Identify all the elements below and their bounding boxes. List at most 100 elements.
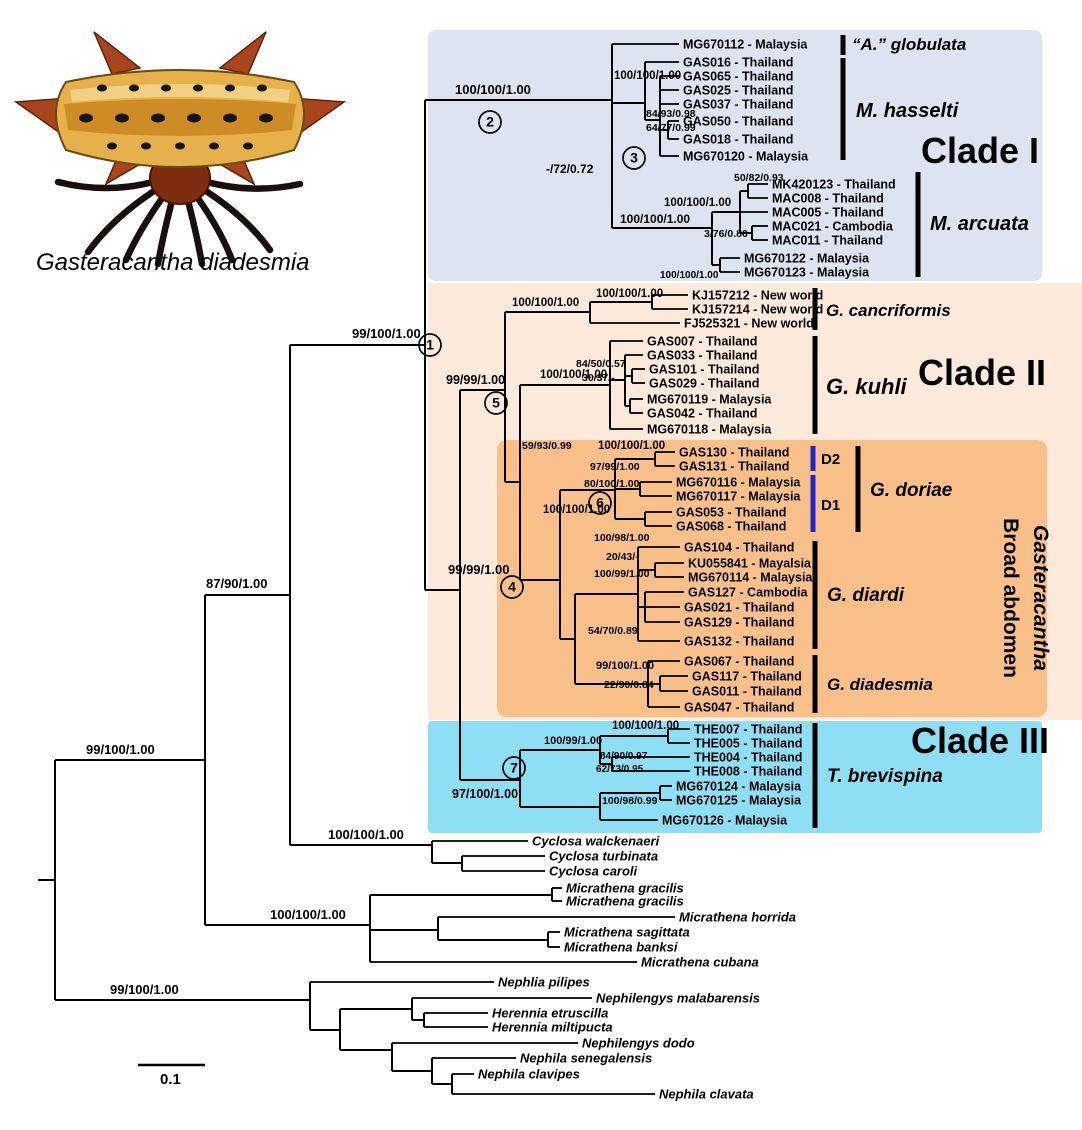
support-value: 99/100/1.00 bbox=[110, 982, 179, 997]
node-number-badge bbox=[418, 333, 442, 357]
taxon-tip-label: Cyclosa turbinata bbox=[549, 849, 658, 864]
support-value: 59/93/0.99 bbox=[522, 440, 572, 452]
taxon-tip-label: GAS050 - Thailand bbox=[683, 115, 793, 129]
taxon-tip-label: GAS104 - Thailand bbox=[684, 541, 794, 555]
taxon-tip-label: Herennia miltipucta bbox=[492, 1020, 613, 1035]
taxon-tip-label: Nephlia pilipes bbox=[498, 975, 590, 990]
taxon-tip-label: Micrathena cubana bbox=[641, 955, 759, 970]
taxon-tip-label: GAS016 - Thailand bbox=[683, 56, 793, 70]
support-value: 87/90/1.00 bbox=[206, 576, 267, 591]
spider-band-light bbox=[70, 84, 290, 102]
taxon-tip-label: Micrathena banksi bbox=[564, 940, 678, 955]
taxon-tip-label: KJ157214 - New world bbox=[692, 303, 823, 317]
taxon-tip-label: GAS007 - Thailand bbox=[647, 335, 757, 349]
taxon-tip-label: THE004 - Thailand bbox=[694, 751, 802, 765]
taxon-tip-label: THE008 - Thailand bbox=[694, 765, 802, 779]
node-number: 7 bbox=[510, 760, 518, 776]
support-value: 100/100/1.00 bbox=[455, 82, 531, 97]
taxon-tip-label: GAS129 - Thailand bbox=[684, 616, 794, 630]
taxon-tip-label: FJ525321 - New world bbox=[684, 317, 814, 331]
support-value: 100/100/1.00 bbox=[660, 270, 719, 281]
scale-bar-label: 0.1 bbox=[160, 1071, 181, 1088]
taxon-tip-label: MAC011 - Thailand bbox=[772, 234, 883, 248]
spider-sigilla bbox=[79, 84, 273, 150]
taxon-tip-label: GAS068 - Thailand bbox=[676, 520, 786, 534]
taxon-tip-label: GAS021 - Thailand bbox=[684, 601, 794, 615]
taxon-tip-label: GAS117 - Thailand bbox=[692, 670, 802, 684]
node-number: 4 bbox=[508, 579, 516, 595]
support-value: 99/99/1.00 bbox=[446, 373, 505, 387]
support-value: 100/100/1.00 bbox=[612, 720, 679, 732]
broad-abdomen-label: Broad abdomen bbox=[999, 518, 1022, 678]
taxon-tip-label: MG670118 - Malaysia bbox=[647, 423, 772, 437]
taxon-tip-label: GAS065 - Thailand bbox=[683, 70, 793, 84]
taxon-tip-label: GAS047 - Thailand bbox=[684, 701, 794, 715]
node-number-badge bbox=[500, 575, 524, 599]
taxon-tip-label: GAS130 - Thailand bbox=[679, 446, 789, 460]
taxon-tip-label: MAC005 - Thailand bbox=[772, 206, 884, 220]
species-group-label: G. cancriformis bbox=[826, 301, 951, 320]
clade-1-box bbox=[428, 30, 1042, 281]
taxon-tip-label: GAS037 - Thailand bbox=[683, 98, 793, 112]
taxon-tip-label: THE007 - Thailand bbox=[694, 723, 802, 737]
taxon-tip-label: GAS053 - Thailand bbox=[676, 506, 786, 520]
support-value: 100/100/1.00 bbox=[614, 70, 681, 82]
taxon-tip-label: GAS042 - Thailand bbox=[647, 407, 757, 421]
taxon-tip-label: MG670126 - Malaysia bbox=[662, 814, 788, 828]
taxon-tip-label: Micrathena horrida bbox=[679, 910, 796, 925]
taxon-tip-label: Cyclosa walckenaeri bbox=[532, 834, 660, 849]
support-value: 64/77/0.99 bbox=[646, 122, 696, 134]
support-value: 100/100/1.00 bbox=[596, 288, 663, 300]
node-number-badge bbox=[588, 491, 612, 515]
taxon-tip-label: MK420123 - Thailand bbox=[772, 178, 896, 192]
taxon-tip-label: Micrathena sagittata bbox=[564, 925, 690, 940]
clade-label: Clade III bbox=[911, 720, 1049, 761]
support-value: 100/99/1.00 bbox=[594, 568, 650, 580]
spider-band-dark bbox=[64, 99, 296, 136]
support-value: 99/100/1.00 bbox=[596, 660, 654, 672]
taxon-tip-label: Nephilengys dodo bbox=[582, 1036, 695, 1051]
support-value: 100/100/1.00 bbox=[328, 827, 404, 842]
taxon-tip-label: MAC021 - Cambodia bbox=[772, 220, 894, 234]
support-value: 99/99/1.00 bbox=[448, 562, 509, 577]
node-number: 1 bbox=[426, 337, 434, 353]
taxon-tip-label: GAS018 - Thailand bbox=[683, 133, 793, 147]
spider-leg bbox=[196, 176, 304, 192]
taxon-tip-label: GAS033 - Thailand bbox=[647, 349, 757, 363]
taxon-tip-label: GAS127 - Cambodia bbox=[688, 586, 809, 600]
taxon-tip-label: MG670116 - Malaysia bbox=[676, 476, 801, 490]
spider-leg bbox=[54, 176, 164, 192]
support-value: 100/100/1.00 bbox=[664, 197, 731, 209]
support-value: 100/100/1.00 bbox=[598, 440, 665, 452]
scale-bar: 0.1 bbox=[138, 1063, 205, 1088]
species-group-label: “A.” globulata bbox=[852, 35, 966, 54]
node-number: 6 bbox=[596, 495, 604, 511]
support-value: 100/98/1.00 bbox=[594, 532, 650, 544]
species-group-label: G. doriae bbox=[870, 480, 953, 501]
taxon-tip-label: MG670122 - Malaysia bbox=[744, 252, 870, 266]
support-value: 100/100/1.00 bbox=[543, 504, 610, 516]
clade-label: Clade I bbox=[921, 130, 1039, 171]
spider-caption: Gasteracantha diadesmia bbox=[36, 249, 310, 276]
spider-spine bbox=[93, 31, 142, 75]
taxon-tip-label: Micrathena gracilis bbox=[566, 894, 684, 909]
support-value: 20/43/- bbox=[606, 551, 639, 563]
taxon-tip-label: GAS101 - Thailand bbox=[649, 363, 759, 377]
node-number: 3 bbox=[630, 150, 638, 166]
taxon-tip-label: Nephila clavipes bbox=[478, 1067, 580, 1082]
spider-spine bbox=[218, 31, 267, 75]
taxon-tip-label: THE005 - Thailand bbox=[694, 737, 802, 751]
taxon-tip-label: MG670125 - Malaysia bbox=[676, 794, 802, 808]
taxon-tip-label: GAS011 - Thailand bbox=[692, 685, 802, 699]
taxon-tip-label: MAC008 - Thailand bbox=[772, 192, 884, 206]
species-group-label: D1 bbox=[821, 497, 840, 514]
support-value: 54/70/0.89 bbox=[588, 625, 638, 637]
support-value: 80/100/1.00 bbox=[584, 478, 640, 490]
taxon-tip-label: Nephila clavata bbox=[659, 1087, 754, 1102]
node-number-badge bbox=[622, 146, 646, 170]
taxon-tip-label: GAS025 - Thailand bbox=[683, 84, 793, 98]
support-value: 100/100/1.00 bbox=[540, 369, 607, 381]
